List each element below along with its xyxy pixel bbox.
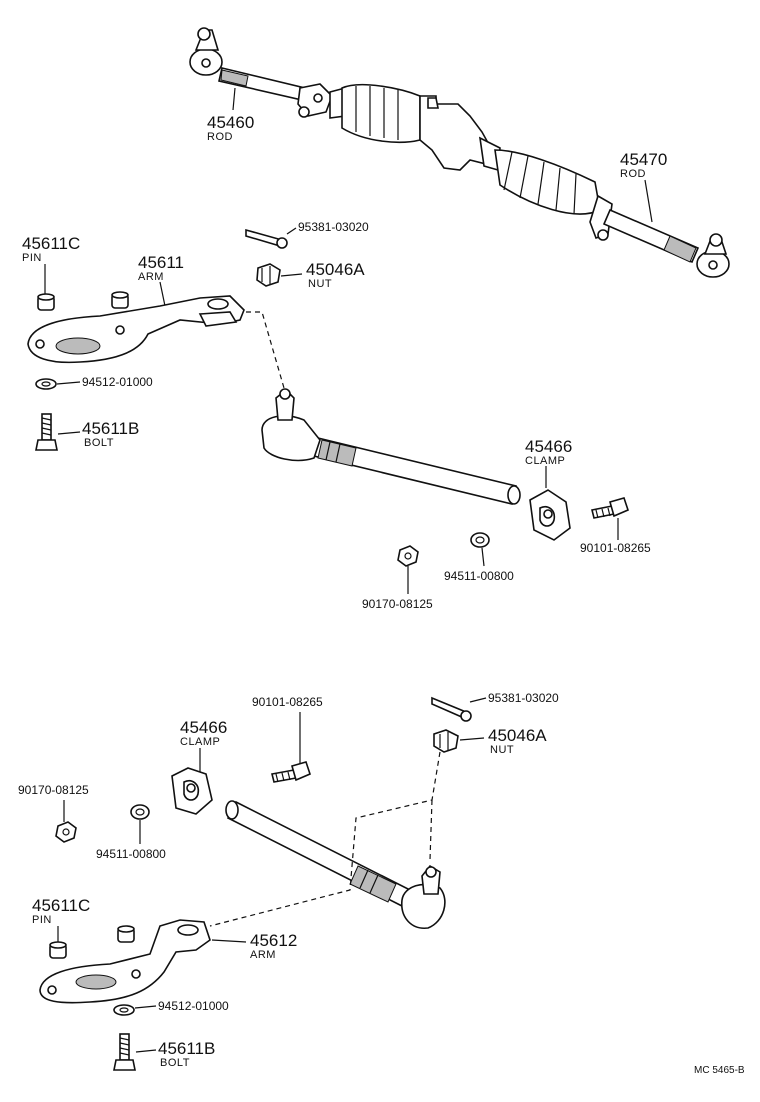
cotter-pin-top-number: 95381-03020 [298,220,369,234]
rack-housing [329,83,601,215]
clamp-bolt-bottom [271,761,311,783]
hex-nut-bottom [55,821,77,843]
cotter-pin-top [245,228,288,249]
arm-top-part-number: 45611 [138,253,184,272]
center-tie-rod-top [261,388,521,505]
washer-bottom [113,1004,135,1016]
castle-nut-top [256,263,281,287]
bolt-bottom [113,1033,136,1071]
hex-nut-top [397,545,419,567]
pin-bottom-label: PIN [32,914,52,926]
cotter-pin-bottom-number: 95381-03020 [488,691,559,705]
spring-washer-top-number: 94511-00800 [444,569,514,583]
rod-left-part-number: 45460 [207,113,254,132]
pin-top-label: PIN [22,252,42,264]
clamp-bottom-label: CLAMP [180,736,220,748]
castle-nut-bottom [433,729,459,753]
clamp-bolt-bottom-number: 90101-08265 [252,695,323,709]
washer-bottom-number: 94512-01000 [158,999,229,1013]
center-tie-rod-bottom [225,800,446,929]
idler-arm-top [27,295,245,364]
pin-bottom-left [49,941,67,959]
spring-washer-bottom [130,804,150,820]
tie-rod-right [589,194,730,278]
pin-bottom-right [117,925,135,943]
clamp-bolt-top-number: 90101-08265 [580,541,651,555]
nut-bottom-part-number: 45046A [488,726,547,745]
rod-right-label: ROD [620,168,646,180]
bolt-top-part-number: 45611B [82,419,139,438]
bolt-bottom-part-number: 45611B [158,1039,215,1058]
pin-top-part-number: 45611C [22,234,80,253]
idler-arm-bottom [39,919,211,1004]
rod-right-part-number: 45470 [620,150,667,169]
tie-rod-left [189,27,333,118]
clamp-top [529,489,571,541]
hex-nut-bottom-number: 90170-08125 [18,783,89,797]
pin-top-right [111,291,129,309]
clamp-top-part-number: 45466 [525,437,572,456]
cotter-pin-bottom [431,696,472,722]
washer-top-number: 94512-01000 [82,375,153,389]
arm-bottom-label: ARM [250,949,276,961]
clamp-bolt-top [591,497,629,519]
pin-top-left [37,293,55,311]
bolt-bottom-label: BOLT [160,1057,190,1069]
washer-top [35,378,57,390]
hex-nut-top-number: 90170-08125 [362,597,433,611]
arm-bottom-part-number: 45612 [250,931,297,950]
spring-washer-bottom-number: 94511-00800 [96,847,166,861]
bolt-top-label: BOLT [84,437,114,449]
rod-left-label: ROD [207,131,233,143]
diagram-code: MC 5465-B [694,1065,745,1076]
bolt-top [35,413,58,451]
steering-rack-assembly [189,27,730,278]
pin-bottom-part-number: 45611C [32,896,90,915]
clamp-bottom-part-number: 45466 [180,718,227,737]
spring-washer-top [470,532,490,548]
clamp-top-label: CLAMP [525,455,565,467]
arm-top-label: ARM [138,271,164,283]
clamp-bottom [171,767,213,815]
nut-bottom-label: NUT [490,744,514,756]
nut-top-label: NUT [308,278,332,290]
nut-top-part-number: 45046A [306,260,365,279]
